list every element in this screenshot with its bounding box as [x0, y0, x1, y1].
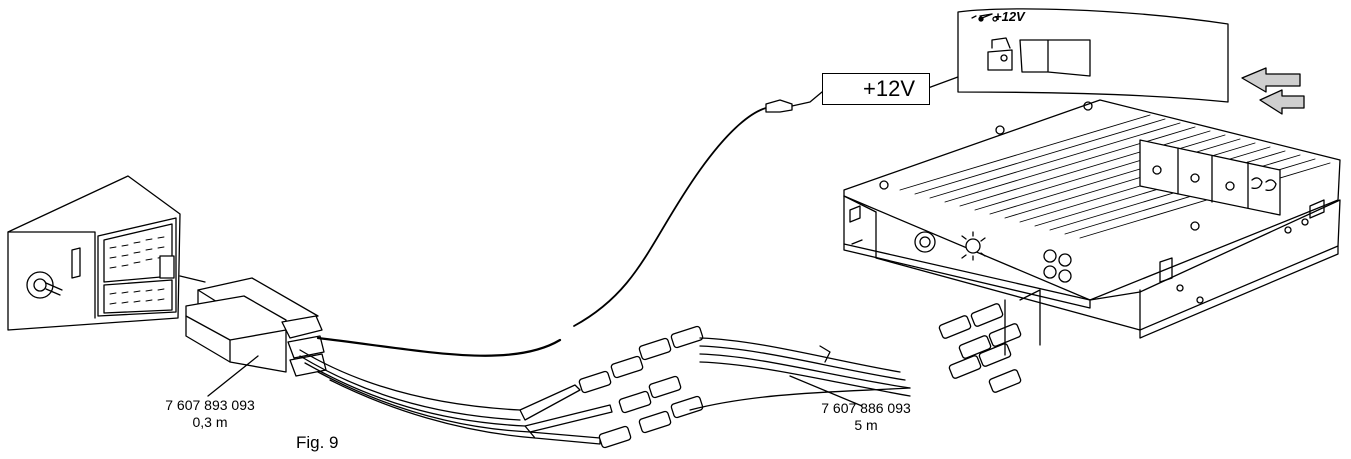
head-unit — [7, 175, 181, 331]
amplifier — [843, 99, 1341, 339]
rca-part-number: 7 607 886 093 — [821, 400, 911, 416]
switch-symbol-small — [978, 13, 998, 22]
rca-length: 5 m — [854, 417, 878, 433]
direction-arrow — [1241, 67, 1305, 115]
figure-caption: Fig. 9 — [296, 433, 339, 452]
wire-bundle-left — [299, 349, 536, 439]
switched-plus-box: +12V — [822, 73, 930, 105]
device-voltage-label: +12V — [994, 9, 1025, 24]
adapter-length: 0,3 m — [192, 414, 228, 430]
rca-cable-middle — [689, 337, 911, 411]
leader-adapter — [207, 355, 259, 397]
rca-plugs-right — [938, 289, 1041, 393]
leader-rca — [789, 375, 863, 407]
remote-panel — [957, 8, 1229, 103]
adapter-cable-label: 7 607 893 093 0,3 m — [140, 397, 280, 431]
adapter-connector — [179, 275, 327, 377]
box-voltage-label: +12V — [863, 76, 915, 101]
adapter-part-number: 7 607 893 093 — [165, 397, 255, 413]
rca-cable-label: 7 607 886 093 5 m — [796, 400, 936, 434]
rca-plugs-left — [519, 325, 704, 449]
switched-power-wire — [316, 91, 823, 357]
